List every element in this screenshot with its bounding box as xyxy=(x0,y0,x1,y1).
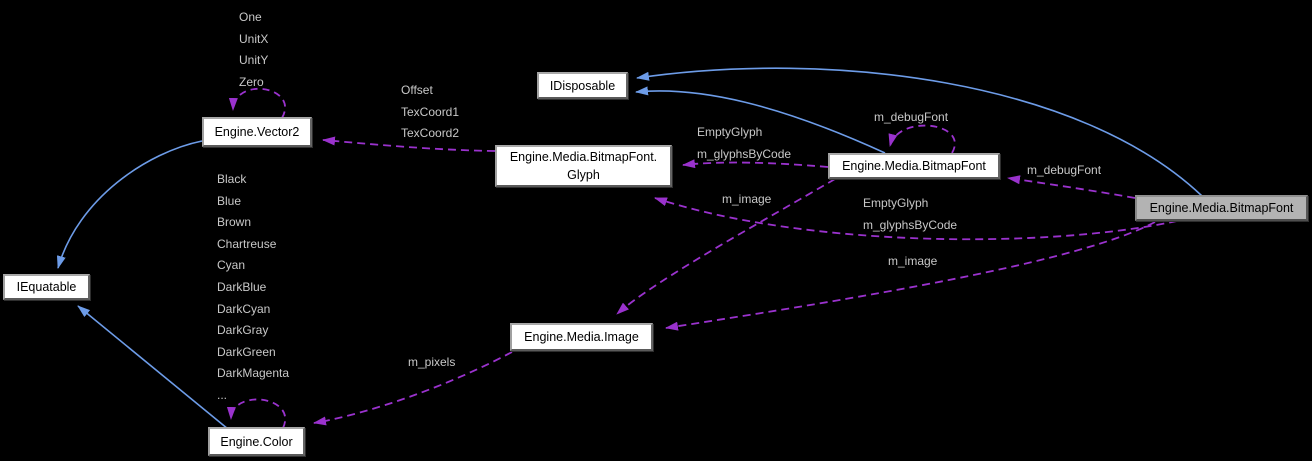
edge-bitmapfont-to-idisposable xyxy=(635,86,886,154)
edge-label-glyph-to-vector2: Offset TexCoord1 TexCoord2 xyxy=(401,83,460,140)
edge-bitmapfont-main-to-glyph xyxy=(654,197,1178,241)
node-iequatable[interactable]: IEquatable xyxy=(3,274,90,300)
edge-bitmapfont-main-to-bitmapfont xyxy=(1007,175,1136,199)
edge-label-main-to-bitmapfont: m_debugFont xyxy=(1027,163,1102,177)
edge-color-to-iequatable xyxy=(77,305,229,430)
edge-glyph-to-vector2 xyxy=(322,136,496,152)
node-engine-media-bitmapfont[interactable]: Engine.Media.BitmapFont xyxy=(828,153,1000,179)
edge-bitmapfont-to-glyph xyxy=(682,159,829,169)
edge-label-main-to-glyph: EmptyGlyph m_glyphsByCode xyxy=(863,196,958,232)
edge-color-self-loop xyxy=(226,398,287,429)
edge-bitmapfont-main-to-idisposable xyxy=(636,67,1203,197)
edge-label-image-to-color: m_pixels xyxy=(408,355,456,369)
node-engine-color[interactable]: Engine.Color xyxy=(208,427,305,456)
node-idisposable[interactable]: IDisposable xyxy=(537,72,628,99)
edge-bitmapfont-main-to-image xyxy=(665,221,1156,331)
edge-label-color-loop: Black Blue Brown Chartreuse Cyan DarkBlu… xyxy=(217,172,290,402)
edge-bitmapfont-self-loop xyxy=(888,124,956,154)
node-engine-media-bitmapfont-glyph[interactable]: Engine.Media.BitmapFont. Glyph xyxy=(495,145,672,187)
edge-label-main-to-image: m_image xyxy=(888,254,938,268)
edge-label-bitmapfont-to-image: m_image xyxy=(722,192,772,206)
node-engine-media-image[interactable]: Engine.Media.Image xyxy=(510,323,653,351)
node-glyph-label: Engine.Media.BitmapFont. Glyph xyxy=(509,150,658,182)
edge-label-bitmapfont-to-glyph: EmptyGlyph m_glyphsByCode xyxy=(697,125,792,161)
edge-vector2-to-iequatable xyxy=(56,140,203,269)
node-engine-vector2[interactable]: Engine.Vector2 xyxy=(202,117,312,147)
edge-image-to-color xyxy=(313,351,513,426)
edge-bitmapfont-to-image xyxy=(616,178,836,315)
edge-vector2-self-loop xyxy=(228,87,286,119)
edge-label-bitmapfont-loop: m_debugFont xyxy=(874,110,949,124)
edge-label-vector2-loop: One UnitX UnitY Zero xyxy=(239,10,269,89)
node-engine-media-bitmapfont-main[interactable]: Engine.Media.BitmapFont xyxy=(1135,195,1308,221)
